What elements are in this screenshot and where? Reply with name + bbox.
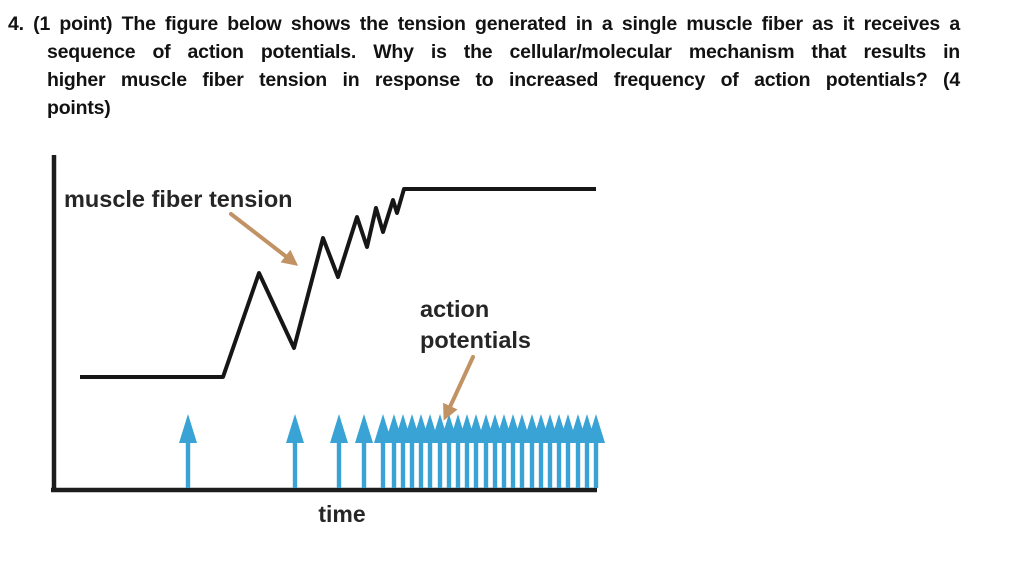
action-potential-arrowhead bbox=[587, 414, 605, 443]
action-potential-arrowhead bbox=[286, 414, 304, 443]
question-line: points) bbox=[47, 97, 111, 119]
action-potentials-label: action potentials bbox=[420, 294, 531, 356]
annotation-arrow bbox=[229, 212, 299, 266]
action-potentials-label-line2: potentials bbox=[420, 327, 531, 353]
muscle-fiber-tension-label: muscle fiber tension bbox=[64, 186, 293, 212]
action-potential-arrowhead bbox=[179, 414, 197, 443]
question-line: higher muscle fiber tension in response … bbox=[47, 69, 960, 91]
action-potentials-label-line1: action bbox=[420, 296, 490, 322]
time-axis-label: time bbox=[318, 501, 366, 527]
action-potential-arrowhead bbox=[330, 414, 348, 443]
action-potential-arrowhead bbox=[355, 414, 373, 443]
question-text: 4. (1 point) The figure below shows the … bbox=[8, 10, 960, 122]
annotation-arrow bbox=[443, 355, 475, 421]
question-line: sequence of action potentials. Why is th… bbox=[47, 41, 960, 63]
question-line: 4. (1 point) The figure below shows the … bbox=[8, 13, 960, 35]
muscle-fiber-tension-curve bbox=[80, 187, 596, 379]
